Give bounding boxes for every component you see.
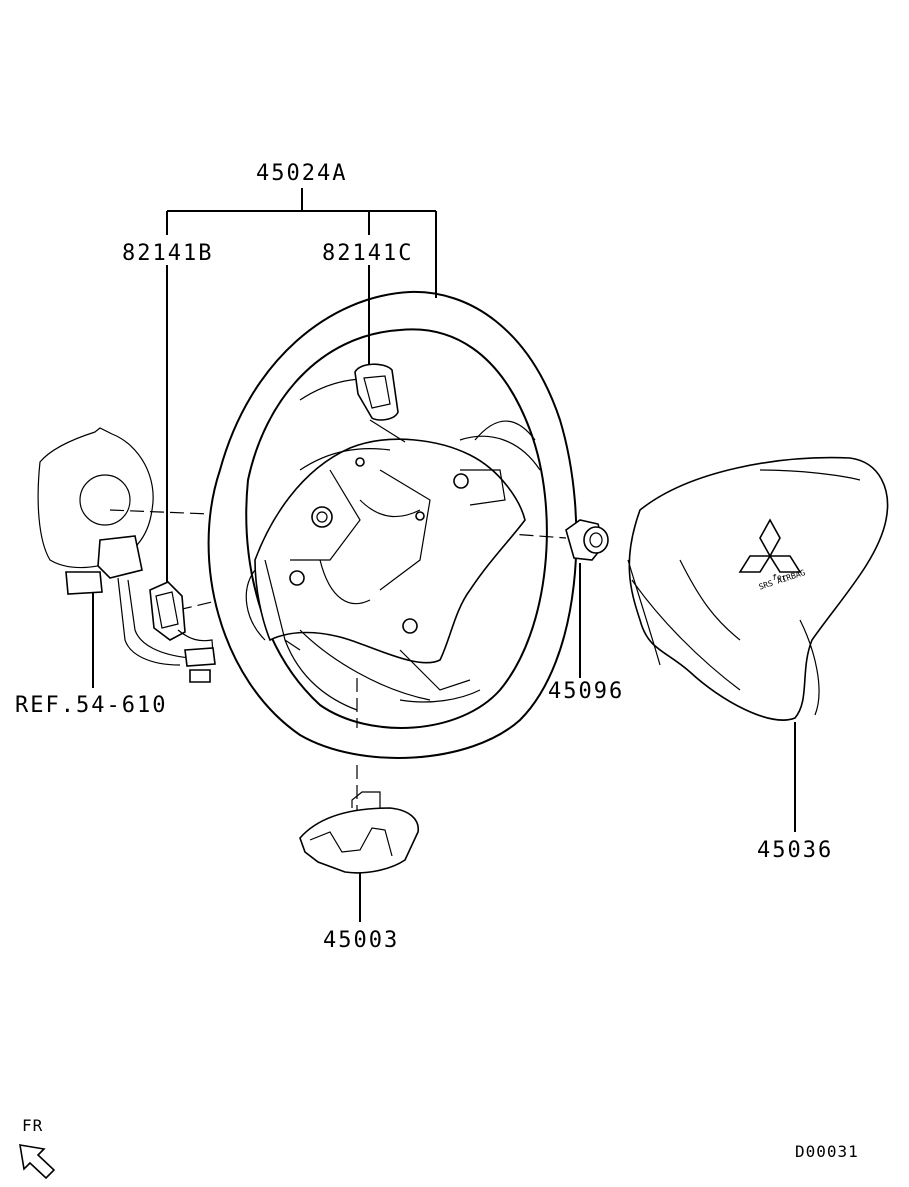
- lower-cover: [299, 791, 419, 874]
- label-82141c: 82141C: [322, 241, 414, 266]
- label-45024a: 45024A: [256, 161, 348, 186]
- clock-spring: [37, 427, 216, 683]
- fr-arrow-icon: [19, 1144, 56, 1180]
- wheel-rim-outer: [207, 290, 578, 759]
- switch-82141c: [354, 363, 406, 443]
- label-ref-54-610: REF.54-610: [15, 693, 168, 718]
- wheel-hub: [254, 438, 526, 664]
- label-82141b: 82141B: [122, 241, 214, 266]
- wheel-rim-inner: [245, 328, 548, 729]
- switch-82141b: [149, 581, 214, 659]
- nut-45096: [565, 519, 609, 561]
- hub-center-bolt: [311, 506, 333, 528]
- airbag-text-for: for: [772, 573, 787, 582]
- steering-wheel: [207, 290, 578, 759]
- label-fr: FR: [22, 1116, 44, 1135]
- bolt-left: [289, 570, 305, 586]
- label-diagram-code: D00031: [795, 1142, 859, 1161]
- airbag-logo: [738, 518, 802, 573]
- label-45096: 45096: [548, 679, 625, 704]
- bolt-bottom: [402, 618, 418, 634]
- bolt-right: [453, 473, 469, 489]
- leader-lines: [92, 188, 796, 922]
- label-45036: 45036: [757, 838, 834, 863]
- label-45003: 45003: [323, 928, 400, 953]
- airbag-module: [627, 456, 889, 721]
